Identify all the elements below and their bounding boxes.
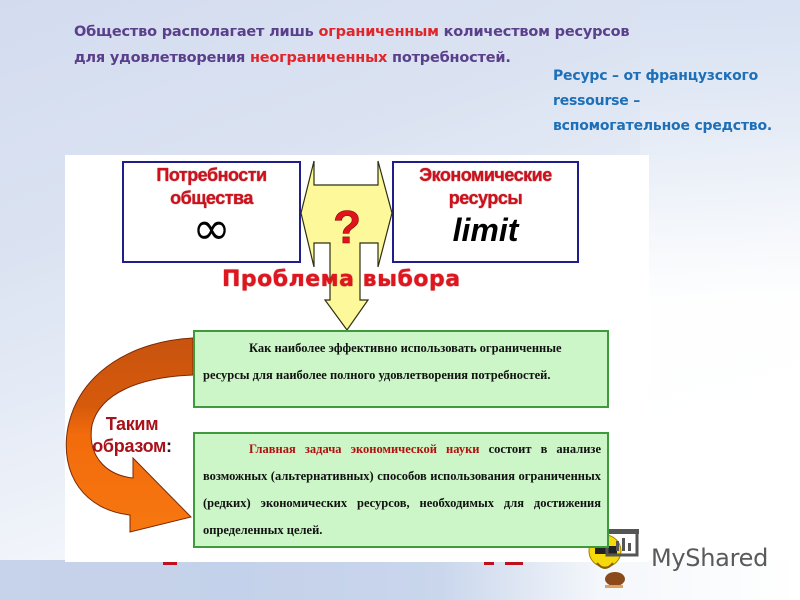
- headline-highlight: ограниченным: [318, 24, 439, 40]
- question-mark-icon: ?: [333, 201, 361, 253]
- note-line: Ресурс – от французского: [553, 68, 759, 84]
- thus-label: Таким образом:: [87, 413, 177, 457]
- diagram-panel: Потребности общества ∞ Экономические рес…: [65, 155, 649, 562]
- slide-headline: Общество располагает лишь ограниченным к…: [74, 19, 674, 71]
- thus-line: образом: [92, 436, 167, 456]
- question-line: ресурсы для наиболее полного удовлетворе…: [203, 368, 551, 382]
- problem-of-choice-label: Проблема выбора: [222, 267, 461, 292]
- note-line: ressourse –: [553, 93, 641, 109]
- resources-title: Экономические: [419, 165, 552, 185]
- question-line: Как наиболее эффективно использовать огр…: [249, 341, 562, 355]
- note-line: вспомогательное средство.: [553, 118, 772, 134]
- needs-title: Потребности: [156, 165, 267, 185]
- curved-arrow-icon: [65, 337, 194, 533]
- cutoff-mark: [163, 562, 177, 565]
- headline-text: потребностей.: [387, 50, 511, 66]
- cutoff-mark: [484, 562, 494, 565]
- background-band: [0, 560, 800, 600]
- conclusion-box: Главная задача экономической науки состо…: [193, 432, 609, 548]
- needs-subtitle: общества: [170, 188, 253, 208]
- thus-line: Таким: [105, 414, 159, 434]
- infinity-icon: ∞: [192, 201, 231, 255]
- headline-line-2: для удовлетворения неограниченных потреб…: [74, 45, 674, 71]
- conclusion-body: состоит в анализе возможных (альтернатив…: [203, 442, 601, 537]
- conclusion-text: Главная задача экономической науки состо…: [203, 436, 601, 544]
- headline-text: Общество располагает лишь: [74, 24, 319, 40]
- cutoff-mark: [505, 562, 523, 565]
- needs-box: Потребности общества ∞: [122, 161, 301, 263]
- conclusion-highlight: Главная задача экономической науки: [249, 442, 480, 456]
- question-box: Как наиболее эффективно использовать огр…: [193, 330, 609, 408]
- thus-colon: :: [166, 436, 172, 456]
- resources-subtitle: ресурсы: [448, 188, 523, 208]
- three-way-arrow-icon: ?: [300, 160, 393, 332]
- resource-definition-note: Ресурс – от французского ressourse – всп…: [553, 64, 798, 139]
- limit-label: limit: [452, 212, 519, 248]
- headline-text: количеством ресурсов: [438, 24, 630, 40]
- resources-box: Экономические ресурсы limit: [392, 161, 579, 263]
- background-glow: [640, 0, 800, 600]
- myshared-logo-text: MyShared: [651, 544, 769, 572]
- headline-highlight: неограниченных: [249, 50, 388, 66]
- headline-line-1: Общество располагает лишь ограниченным к…: [74, 19, 674, 45]
- headline-text: для удовлетворения: [74, 50, 250, 66]
